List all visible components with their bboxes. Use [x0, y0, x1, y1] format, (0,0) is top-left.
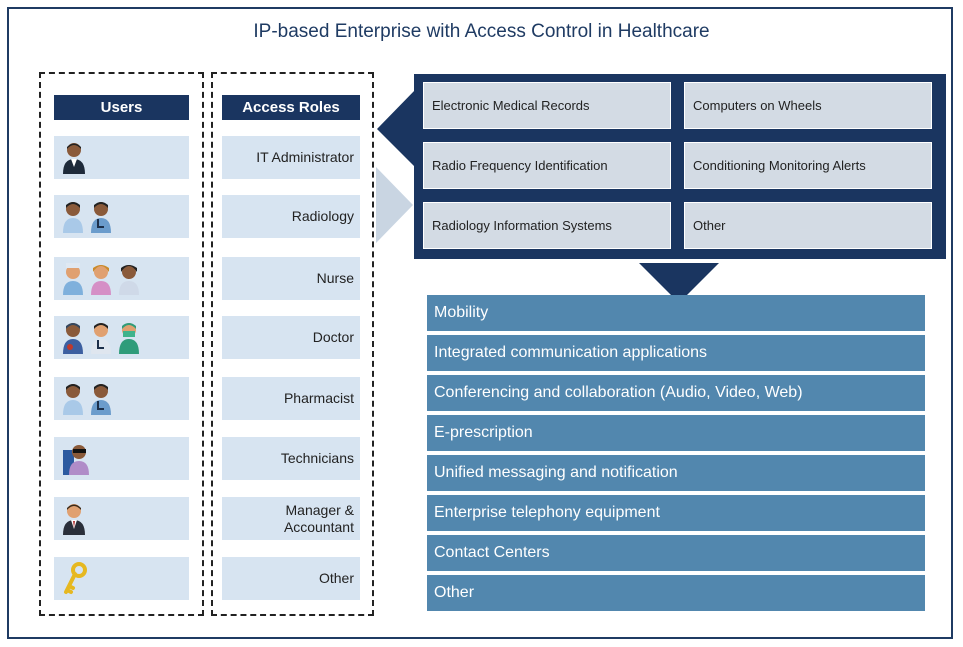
nurse-icon	[63, 263, 83, 295]
system-other: Other	[684, 202, 932, 249]
user-cell-nurse	[54, 257, 189, 300]
role-label: Other	[318, 570, 354, 586]
app-contact-centers: Contact Centers	[427, 535, 925, 571]
user-cell-other	[54, 557, 189, 600]
role-to-systems-arrow-dark	[377, 89, 416, 168]
technician-icon	[63, 445, 89, 475]
role-label: Technicians	[280, 450, 354, 466]
user-cell-pharmacist	[54, 377, 189, 420]
user-cell-technicians	[54, 437, 189, 480]
diagram-title: IP-based Enterprise with Access Control …	[253, 21, 710, 42]
role-label: Nurse	[316, 270, 354, 286]
users-header: Users	[54, 95, 189, 120]
surgeon-icon	[119, 323, 139, 354]
doctor-person-icon	[91, 202, 111, 233]
app-conferencing-collaboration: Conferencing and collaboration (Audio, V…	[427, 375, 925, 411]
key-icon	[64, 562, 87, 594]
access-roles-header: Access Roles	[222, 95, 360, 120]
role-label: Doctor	[312, 329, 354, 345]
roles-column	[211, 72, 374, 616]
male-person-icon	[63, 202, 83, 233]
user-cell-it-admin	[54, 136, 189, 179]
system-radiology-information-systems: Radiology Information Systems	[423, 202, 671, 249]
role-radiology: Radiology	[222, 195, 360, 238]
systems-to-apps-arrow	[639, 263, 719, 303]
app-enterprise-telephony: Enterprise telephony equipment	[427, 495, 925, 531]
role-pharmacist: Pharmacist	[222, 377, 360, 420]
app-e-prescription: E-prescription	[427, 415, 925, 451]
role-label-line-2: Accountant	[283, 518, 354, 535]
system-electronic-medical-records: Electronic Medical Records	[423, 82, 671, 129]
system-rfid: Radio Frequency Identification	[423, 142, 671, 189]
app-mobility: Mobility	[427, 295, 925, 331]
nurse-icon	[91, 265, 111, 295]
male-person-icon	[63, 384, 83, 415]
doctor-person-icon	[63, 323, 83, 354]
role-label: IT Administrator	[256, 149, 354, 165]
role-label-line-1: Manager &	[285, 501, 354, 518]
role-it-administrator: IT Administrator	[222, 136, 360, 179]
app-integrated-communication: Integrated communication applications	[427, 335, 925, 371]
doctor-person-icon	[91, 384, 111, 415]
role-manager-accountant: Manager & Accountant	[222, 497, 360, 540]
user-cell-doctor	[54, 316, 189, 359]
systems-panel: Electronic Medical Records Computers on …	[414, 74, 946, 259]
nurse-icon	[119, 265, 139, 295]
system-condition-monitoring-alerts: Conditioning Monitoring Alerts	[684, 142, 932, 189]
role-nurse: Nurse	[222, 257, 360, 300]
user-cell-radiology	[54, 195, 189, 238]
role-technicians: Technicians	[222, 437, 360, 480]
role-doctor: Doctor	[222, 316, 360, 359]
doctor-person-icon	[91, 323, 111, 354]
role-to-systems-arrow-light	[376, 167, 413, 243]
role-label: Pharmacist	[283, 390, 354, 406]
system-computers-on-wheels: Computers on Wheels	[684, 82, 932, 129]
role-other: Other	[222, 557, 360, 600]
role-label: Radiology	[291, 208, 354, 224]
role-label: Manager & Accountant	[284, 497, 354, 540]
admin-person-icon	[63, 143, 85, 174]
users-column	[39, 72, 204, 616]
app-other: Other	[427, 575, 925, 611]
app-unified-messaging: Unified messaging and notification	[427, 455, 925, 491]
manager-person-icon	[63, 504, 85, 535]
user-cell-manager	[54, 497, 189, 540]
